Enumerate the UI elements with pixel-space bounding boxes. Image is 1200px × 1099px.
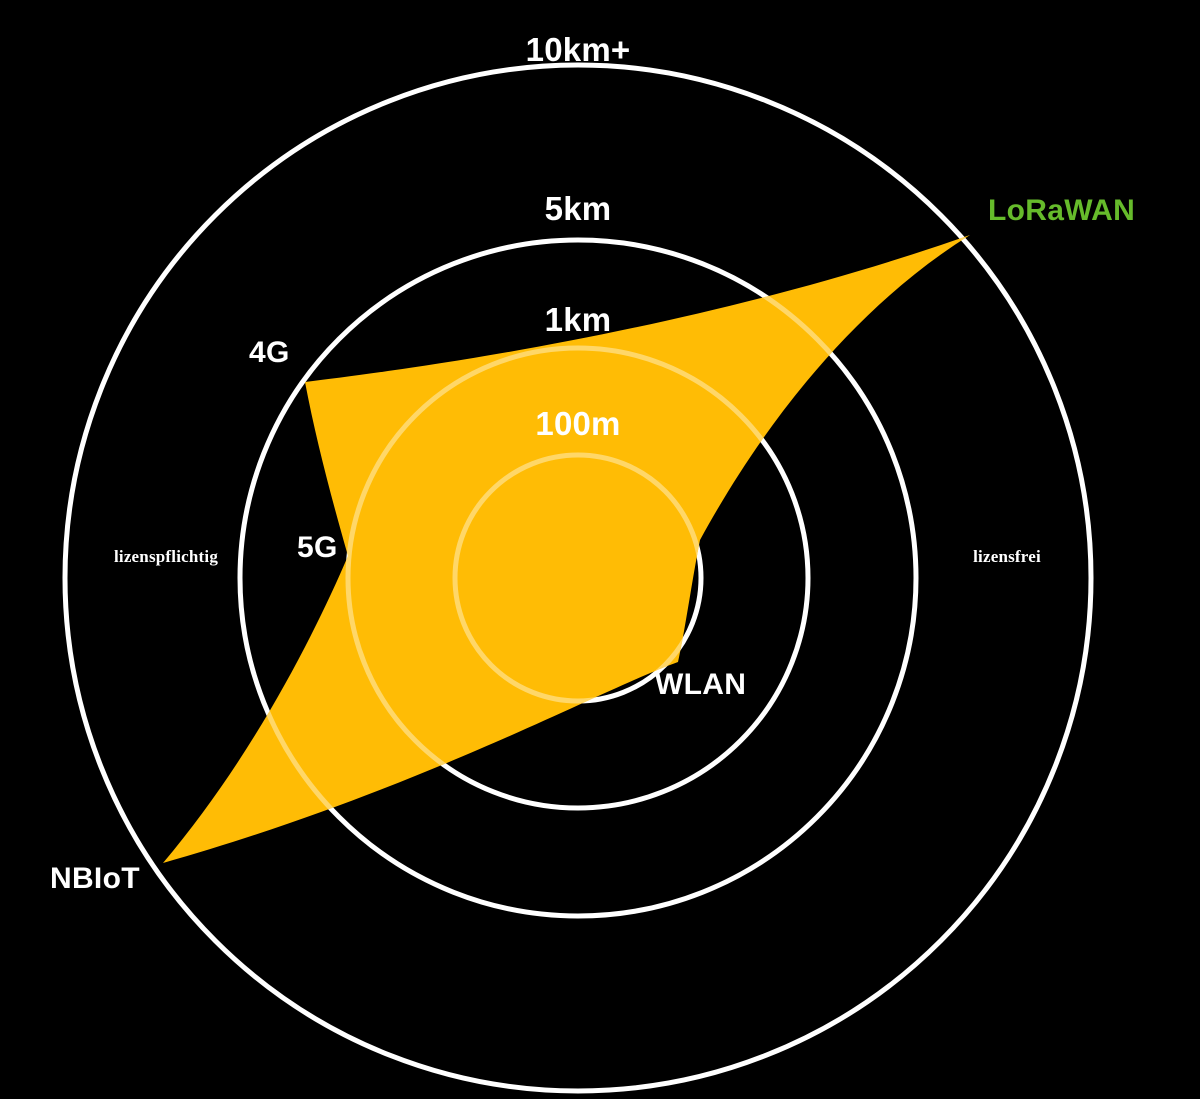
- data-polygon-lorawan: [163, 235, 970, 863]
- axis-label-5g: 5G: [297, 531, 338, 564]
- axis-label-4g: 4G: [249, 336, 290, 369]
- side-label-licensed: lizenspflichtig: [113, 547, 219, 566]
- ring-scale-label-10km: 10km+: [525, 31, 631, 68]
- ring-10km: [62, 62, 1094, 1094]
- axis-label-lorawan: LoRaWAN: [988, 194, 1136, 227]
- ring-scale-label-1km: 1km: [544, 301, 612, 338]
- ring-scale-label-5km: 5km: [544, 190, 612, 227]
- ring-5km: [237, 237, 919, 919]
- ring-scale-label-100m: 100m: [535, 405, 621, 442]
- side-label-unlicensed: lizensfrei: [973, 547, 1041, 566]
- axis-label-nbiot: NBIoT: [50, 862, 140, 895]
- axis-label-wlan: WLAN: [655, 668, 747, 701]
